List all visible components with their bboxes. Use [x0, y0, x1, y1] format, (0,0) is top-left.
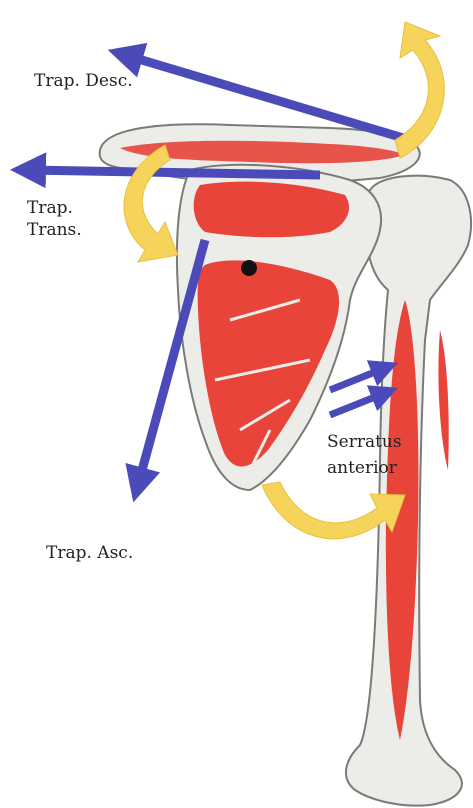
rotation-center-dot [241, 260, 257, 276]
humerus-muscle-lateral [438, 330, 448, 470]
trap-trans-force-arrow [28, 170, 320, 175]
trap-desc-label: Trap. Desc. [34, 70, 133, 92]
trap-trans-label-line2: Trans. [27, 219, 82, 241]
trap-asc-label: Trap. Asc. [46, 542, 133, 564]
rotation-arrow-top-icon [395, 22, 444, 158]
serratus-force-arrow-lower [330, 393, 385, 415]
trap-trans-label-line1: Trap. [27, 197, 73, 219]
serratus-force-arrow-upper [330, 368, 385, 390]
serratus-label-line2: anterior [327, 457, 397, 479]
serratus-label-line1: Serratus [327, 431, 402, 453]
